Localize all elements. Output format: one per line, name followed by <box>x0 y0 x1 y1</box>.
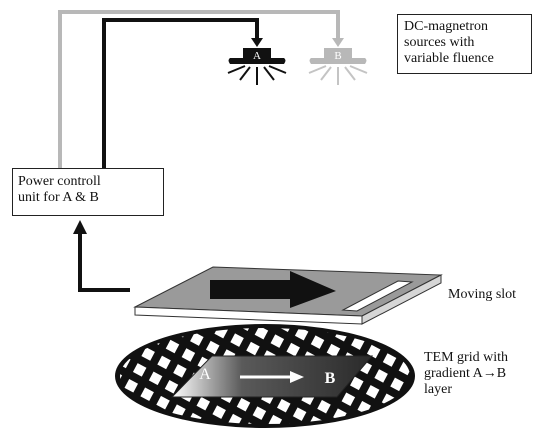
dc-magnetron-label: DC-magnetron sources with variable fluen… <box>404 19 494 66</box>
grid-letter-a: A <box>199 366 211 383</box>
source-a-letter: A <box>253 50 261 62</box>
power-control-label: Power controll unit for A & B <box>18 174 101 205</box>
moving-slot-label: Moving slot <box>448 287 517 302</box>
wire-to-source-b <box>58 10 344 168</box>
tem-grid <box>115 324 415 428</box>
grid-letter-b: B <box>325 370 336 387</box>
power-control-box <box>12 168 164 216</box>
moving-slot-plate <box>133 266 443 325</box>
feedback-arrow <box>73 220 130 292</box>
tem-grid-label: TEM grid with gradient A→B layer <box>424 350 508 397</box>
wire-to-source-a <box>102 18 263 168</box>
dc-magnetron-box <box>397 14 532 74</box>
source-a-icon <box>227 48 287 85</box>
source-b-letter: B <box>334 50 341 62</box>
source-b-icon <box>308 48 368 85</box>
